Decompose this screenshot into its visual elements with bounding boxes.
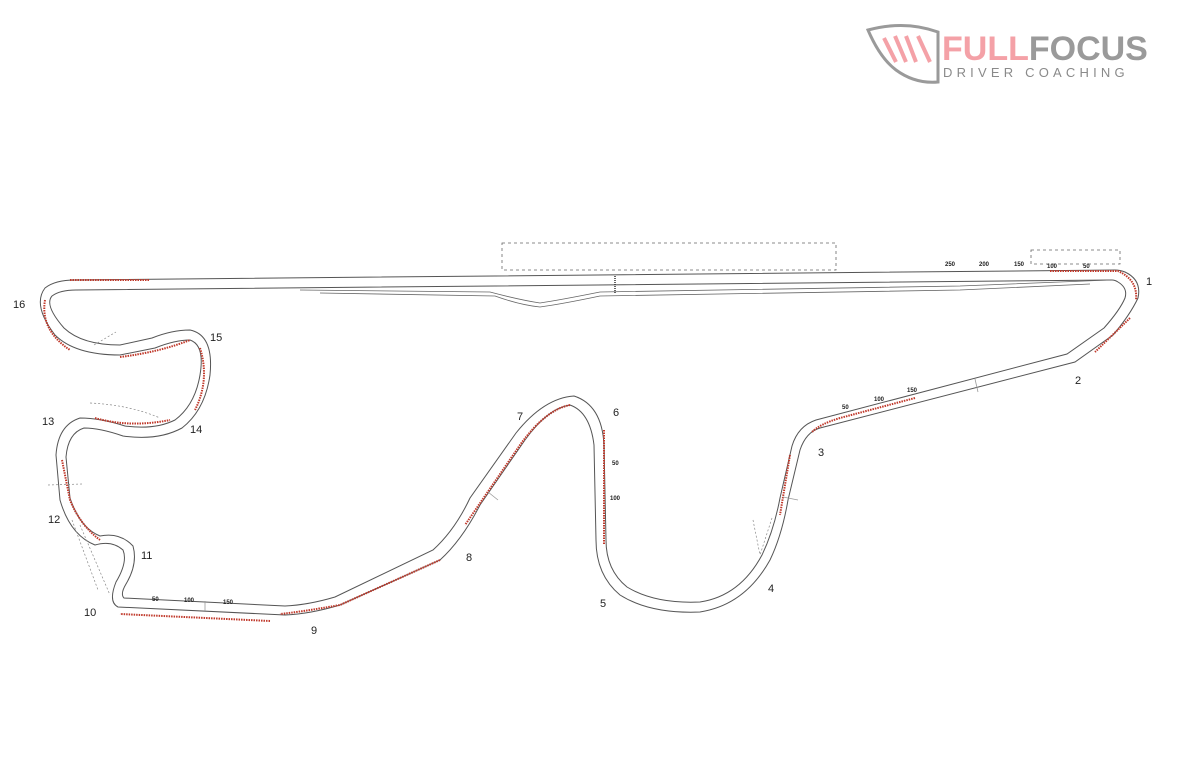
helmet-icon bbox=[865, 23, 940, 84]
dist-100: 100 bbox=[1047, 264, 1058, 270]
runoff-t15 bbox=[93, 331, 117, 346]
kerb-t1 bbox=[1050, 270, 1138, 301]
turn-4-label: 4 bbox=[768, 583, 774, 595]
runoff-t11 bbox=[71, 519, 99, 591]
pit-building-main bbox=[501, 242, 837, 271]
kerb-t16 bbox=[43, 299, 71, 351]
turn-1-label: 1 bbox=[1146, 276, 1152, 288]
turn-9-label: 9 bbox=[311, 625, 317, 637]
dist-250: 250 bbox=[945, 262, 956, 268]
runoff-t14 bbox=[89, 402, 161, 419]
kerbs bbox=[43, 270, 1138, 622]
kerb-t7 bbox=[464, 404, 571, 526]
turn-6-label: 6 bbox=[613, 407, 619, 419]
pit-building-small bbox=[1030, 249, 1121, 265]
kerb-t3 bbox=[811, 397, 916, 433]
dist-50: 50 bbox=[1083, 264, 1090, 270]
turn-2-label: 2 bbox=[1075, 375, 1081, 387]
turn-14-label: 14 bbox=[190, 424, 202, 436]
turn-11-label: 11 bbox=[141, 550, 152, 562]
kerb-t12 bbox=[61, 459, 101, 541]
kerb-t14 bbox=[94, 417, 171, 425]
turn-5-label: 5 bbox=[600, 598, 606, 610]
pit-lane bbox=[299, 279, 1111, 304]
distance-markers: 250 200 150 100 50 50 100 150 50 100 50 … bbox=[152, 262, 1090, 606]
dist-t3-100: 100 bbox=[874, 397, 885, 403]
track-inner-edge bbox=[49, 279, 1127, 607]
turn-10-label: 10 bbox=[84, 607, 96, 619]
kerb-t8 bbox=[279, 559, 441, 615]
dist-200: 200 bbox=[979, 262, 990, 268]
kerb-t15-entry bbox=[119, 339, 191, 358]
runoff-t4 bbox=[752, 519, 761, 556]
turn-labels: 1 2 3 4 5 6 7 8 9 10 11 12 13 14 15 16 bbox=[13, 276, 1152, 637]
fullfocus-logo: FULLFOCUS DRIVER COACHING bbox=[865, 23, 1148, 84]
dist-t10-100: 100 bbox=[184, 598, 195, 604]
track-markers bbox=[47, 331, 773, 596]
dist-turn3: 50 100 150 bbox=[842, 388, 918, 411]
turn-12-label: 12 bbox=[48, 514, 60, 526]
runoff-t12 bbox=[47, 483, 83, 486]
dist-t3-150: 150 bbox=[907, 388, 918, 394]
dist-t3-50: 50 bbox=[842, 405, 849, 411]
dist-main-straight: 250 200 150 100 50 bbox=[945, 262, 1090, 270]
pit-lane-inner bbox=[319, 283, 1091, 308]
runoff-t4b bbox=[759, 517, 773, 556]
dist-t6-50: 50 bbox=[612, 461, 619, 467]
turn-8-label: 8 bbox=[466, 552, 472, 564]
dist-turn6: 50 100 bbox=[610, 461, 621, 502]
runoff-t11b bbox=[79, 524, 111, 596]
turn-7-label: 7 bbox=[517, 411, 523, 423]
dist-150: 150 bbox=[1014, 262, 1025, 268]
dist-t6-100: 100 bbox=[610, 496, 621, 502]
turn-3-label: 3 bbox=[818, 447, 824, 459]
dist-t10-50: 50 bbox=[152, 597, 159, 603]
dist-t10-150: 150 bbox=[223, 600, 234, 606]
track bbox=[39, 269, 1140, 616]
turn-15-label: 15 bbox=[210, 332, 222, 344]
dist-turn10: 50 100 150 bbox=[152, 597, 234, 606]
logo-tagline: DRIVER COACHING bbox=[943, 65, 1129, 80]
kerb-t2 bbox=[1094, 317, 1131, 353]
turn-16-label: 16 bbox=[13, 299, 25, 311]
track-outer-edge bbox=[39, 269, 1140, 616]
logo-word-focus: FOCUS bbox=[1029, 30, 1148, 68]
sector-lines bbox=[204, 378, 979, 611]
svg-text:FULLFOCUS: FULLFOCUS bbox=[942, 30, 1148, 68]
kerb-t4 bbox=[779, 454, 791, 516]
turn-13-label: 13 bbox=[42, 416, 54, 428]
logo-word-full: FULL bbox=[942, 30, 1029, 68]
kerb-t15 bbox=[194, 347, 205, 411]
kerb-t9 bbox=[119, 613, 271, 622]
